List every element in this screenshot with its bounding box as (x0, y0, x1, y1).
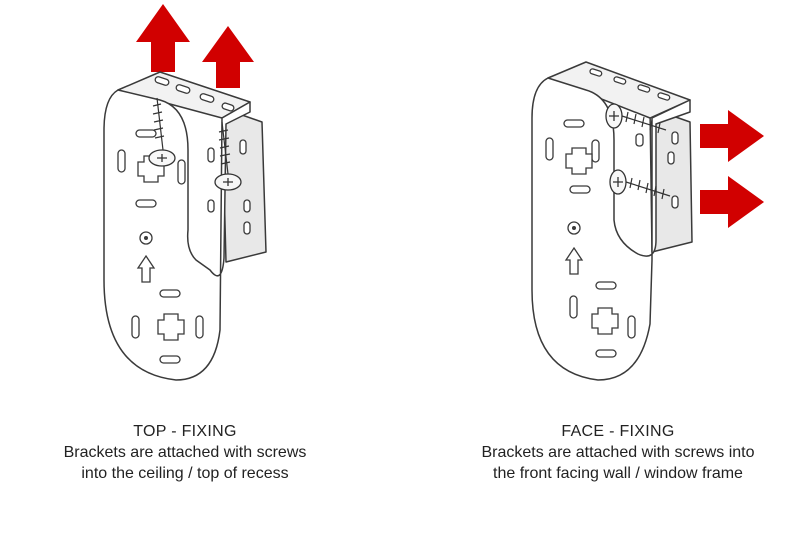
face-fixing-title: FACE - FIXING (561, 423, 675, 440)
top-fixing-caption: TOP - FIXING Brackets are attached with … (0, 421, 370, 484)
top-fixing-illustration (103, 4, 267, 381)
up-arrow-icon (202, 26, 254, 88)
top-fixing-title: TOP - FIXING (133, 423, 237, 440)
face-fixing-illustration (531, 61, 764, 381)
face-fixing-description: Brackets are attached with screws into t… (481, 444, 755, 482)
right-arrow-icon (700, 176, 764, 228)
top-fixing-panel: TOP - FIXING Brackets are attached with … (0, 4, 370, 484)
screw-icon (214, 121, 242, 191)
top-fixing-description: Brackets are attached with screws into t… (63, 444, 307, 482)
screw-icon (605, 103, 667, 134)
face-fixing-panel: FACE - FIXING Brackets are attached with… (400, 0, 800, 533)
right-arrow-icon (700, 110, 764, 162)
screw-icon (148, 97, 176, 167)
face-fixing-caption: FACE - FIXING Brackets are attached with… (480, 421, 756, 484)
screw-icon (609, 169, 671, 200)
up-arrow-icon (136, 4, 190, 72)
